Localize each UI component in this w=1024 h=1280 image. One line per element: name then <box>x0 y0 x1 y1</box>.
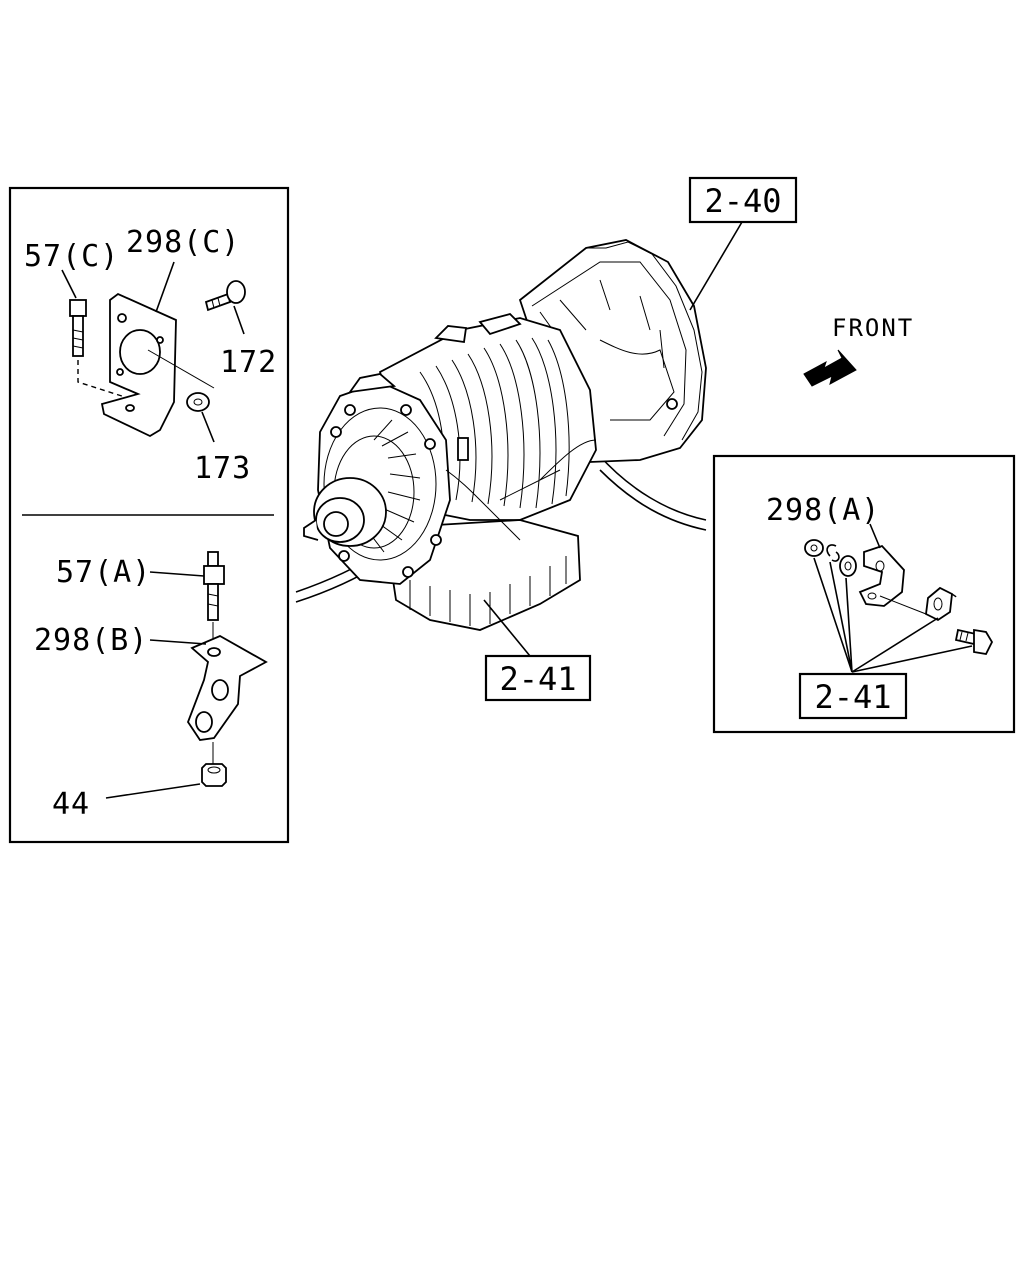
right-panel-frame <box>712 454 1016 734</box>
leader-2-40 <box>689 221 743 311</box>
ref-label-2-40: 2-40 <box>704 182 781 220</box>
bracket-298b <box>186 634 268 764</box>
front-direction-label: FRONT <box>832 314 914 342</box>
leader-298c <box>155 261 175 313</box>
leader-298b <box>149 639 207 645</box>
bolt-57c <box>69 299 129 399</box>
leader-298a <box>869 523 881 549</box>
leader-44 <box>105 783 201 799</box>
bracket-298c <box>100 292 215 438</box>
flat-washer <box>839 555 857 577</box>
spring-washer <box>826 544 840 562</box>
label-57c: 57(C) <box>24 239 119 274</box>
oil-pan <box>389 519 581 631</box>
bolt-right <box>954 628 994 655</box>
ref-label-2-41-main: 2-41 <box>499 660 576 698</box>
transmission-assembly: 2-40 2-41 FRONT <box>295 176 914 702</box>
clamp <box>925 586 959 622</box>
ref-box-2-40[interactable] <box>688 176 798 224</box>
left-detail-panel: 57(C) 298(C) 172 173 57(A) <box>8 186 290 844</box>
label-298c: 298(C) <box>126 225 240 260</box>
leader-172 <box>233 305 245 335</box>
bracket-298a <box>858 544 927 615</box>
leader-ref-nut <box>813 557 853 673</box>
label-44: 44 <box>52 787 90 822</box>
leader-57a <box>149 571 205 577</box>
front-arrow-icon <box>803 349 857 387</box>
right-detail-panel: 2-41 298(A) <box>712 454 1016 734</box>
ref-label-2-41-right: 2-41 <box>814 678 891 716</box>
leader-173 <box>201 411 215 443</box>
screw-172 <box>204 280 246 312</box>
callout-line-right <box>597 453 707 521</box>
leader-57c <box>61 269 77 299</box>
left-panel-frame <box>8 186 290 844</box>
label-298a: 298(A) <box>766 493 880 528</box>
nut-44 <box>201 763 227 787</box>
nut-173 <box>186 392 210 412</box>
label-298b: 298(B) <box>34 623 148 658</box>
leader-2-41-main <box>483 599 531 657</box>
nut-small <box>804 539 824 557</box>
ref-box-2-41-main[interactable] <box>484 654 592 702</box>
label-172: 172 <box>220 345 277 380</box>
label-57a: 57(A) <box>56 555 151 590</box>
stud-57a <box>203 551 225 650</box>
ref-box-2-41-right[interactable] <box>798 672 908 720</box>
label-173: 173 <box>194 451 251 486</box>
